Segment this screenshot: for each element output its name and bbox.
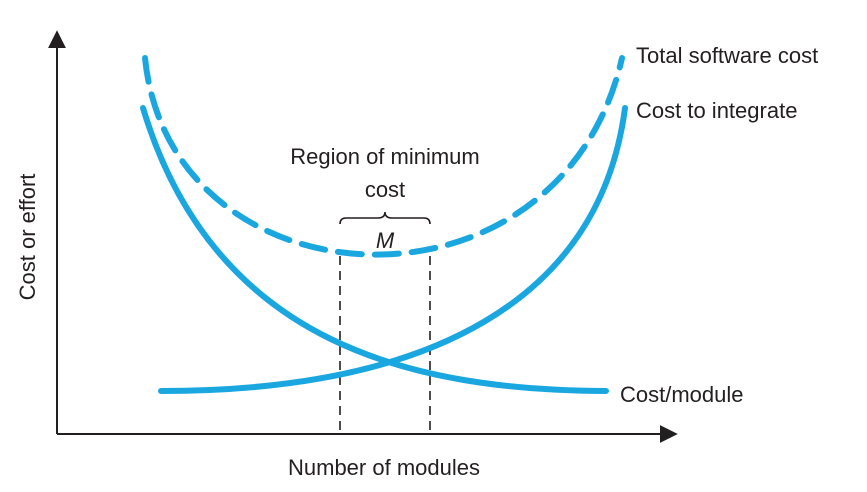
y-axis-label: Cost or effort [15, 174, 40, 301]
region-brace [339, 211, 431, 225]
total-software-cost-curve [142, 55, 625, 258]
total-cost-label: Total software cost [636, 43, 818, 68]
cost-to-integrate-label: Cost to integrate [636, 98, 797, 123]
region-marker-m: M [376, 228, 395, 253]
cost-to-integrate-curve [158, 105, 628, 394]
region-title-line1: Region of minimum [290, 144, 480, 169]
cost-per-module-label: Cost/module [620, 382, 744, 407]
x-axis-label: Number of modules [288, 455, 480, 480]
cost-per-module-curve [140, 105, 609, 394]
region-title-line2: cost [365, 177, 405, 202]
